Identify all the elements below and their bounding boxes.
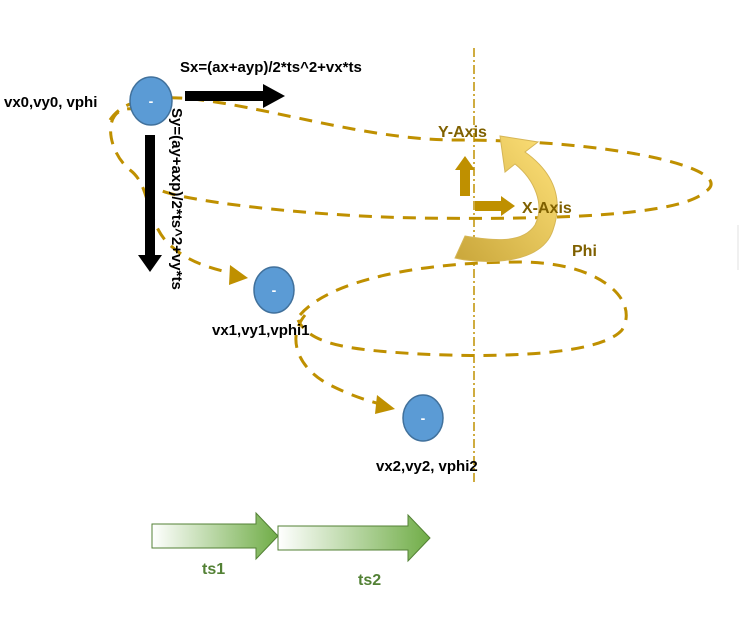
particle-0-label: vx0,vy0, vphi: [4, 94, 97, 111]
inner-orbit-path: [296, 260, 628, 357]
particle-2-label: vx2,vy2, vphi2: [376, 458, 478, 475]
y-axis-label: Y-Axis: [438, 124, 487, 141]
minus-icon: -: [149, 93, 154, 109]
minus-icon: -: [421, 410, 426, 426]
curved-arrow-icon: [454, 135, 558, 262]
outer-orbit-path: [108, 96, 713, 220]
timestep-arrow-1: [151, 511, 279, 561]
path-0-to-1-arrowhead: [229, 265, 248, 285]
sx-arrow: [185, 84, 285, 108]
particle-1-label: vx1,vy1,vphi1: [212, 322, 310, 339]
timestep-arrow-2: [277, 513, 431, 563]
minus-icon: -: [272, 282, 277, 298]
sy-arrow: [138, 135, 162, 272]
particle-0: -: [129, 76, 173, 126]
phi-label: Phi: [572, 243, 597, 260]
x-axis-label: X-Axis: [522, 200, 572, 217]
path-1-to-2-arrowhead: [375, 395, 395, 414]
particle-1: -: [253, 266, 295, 314]
timestep-1-label: ts1: [202, 561, 225, 578]
particle-2: -: [402, 394, 444, 442]
sx-formula: Sx=(ax+ayp)/2*ts^2+vx*ts: [180, 59, 362, 76]
y-axis-arrow: [455, 156, 475, 196]
sy-formula: Sy=(ay+axp)/2*ts^2+vy*ts: [168, 108, 185, 290]
timestep-2-label: ts2: [358, 572, 381, 589]
x-axis-arrow: [475, 196, 515, 216]
path-1-to-2: [294, 314, 381, 406]
